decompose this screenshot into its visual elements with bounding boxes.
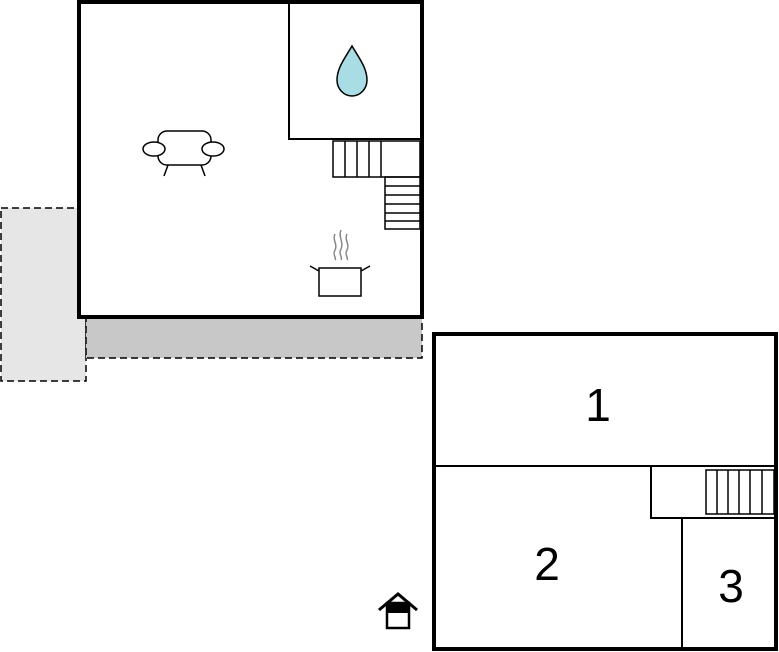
upper-staircase-icon xyxy=(705,469,775,515)
terrace-area xyxy=(85,317,423,359)
sofa-icon xyxy=(142,130,225,177)
bathroom-wall xyxy=(288,2,420,140)
staircase-icon xyxy=(332,140,421,230)
upper-floor-outline xyxy=(432,332,778,651)
outdoor-area xyxy=(0,207,87,382)
ground-floor-outline xyxy=(77,0,424,319)
water-drop-icon xyxy=(336,44,368,97)
entrance-house-icon xyxy=(378,592,418,630)
stair-landing-wall xyxy=(650,466,776,519)
room-label-1: 1 xyxy=(585,379,611,431)
cooking-pot-icon xyxy=(309,229,371,297)
room-label-3: 3 xyxy=(718,560,744,612)
room-label-2: 2 xyxy=(534,538,560,590)
